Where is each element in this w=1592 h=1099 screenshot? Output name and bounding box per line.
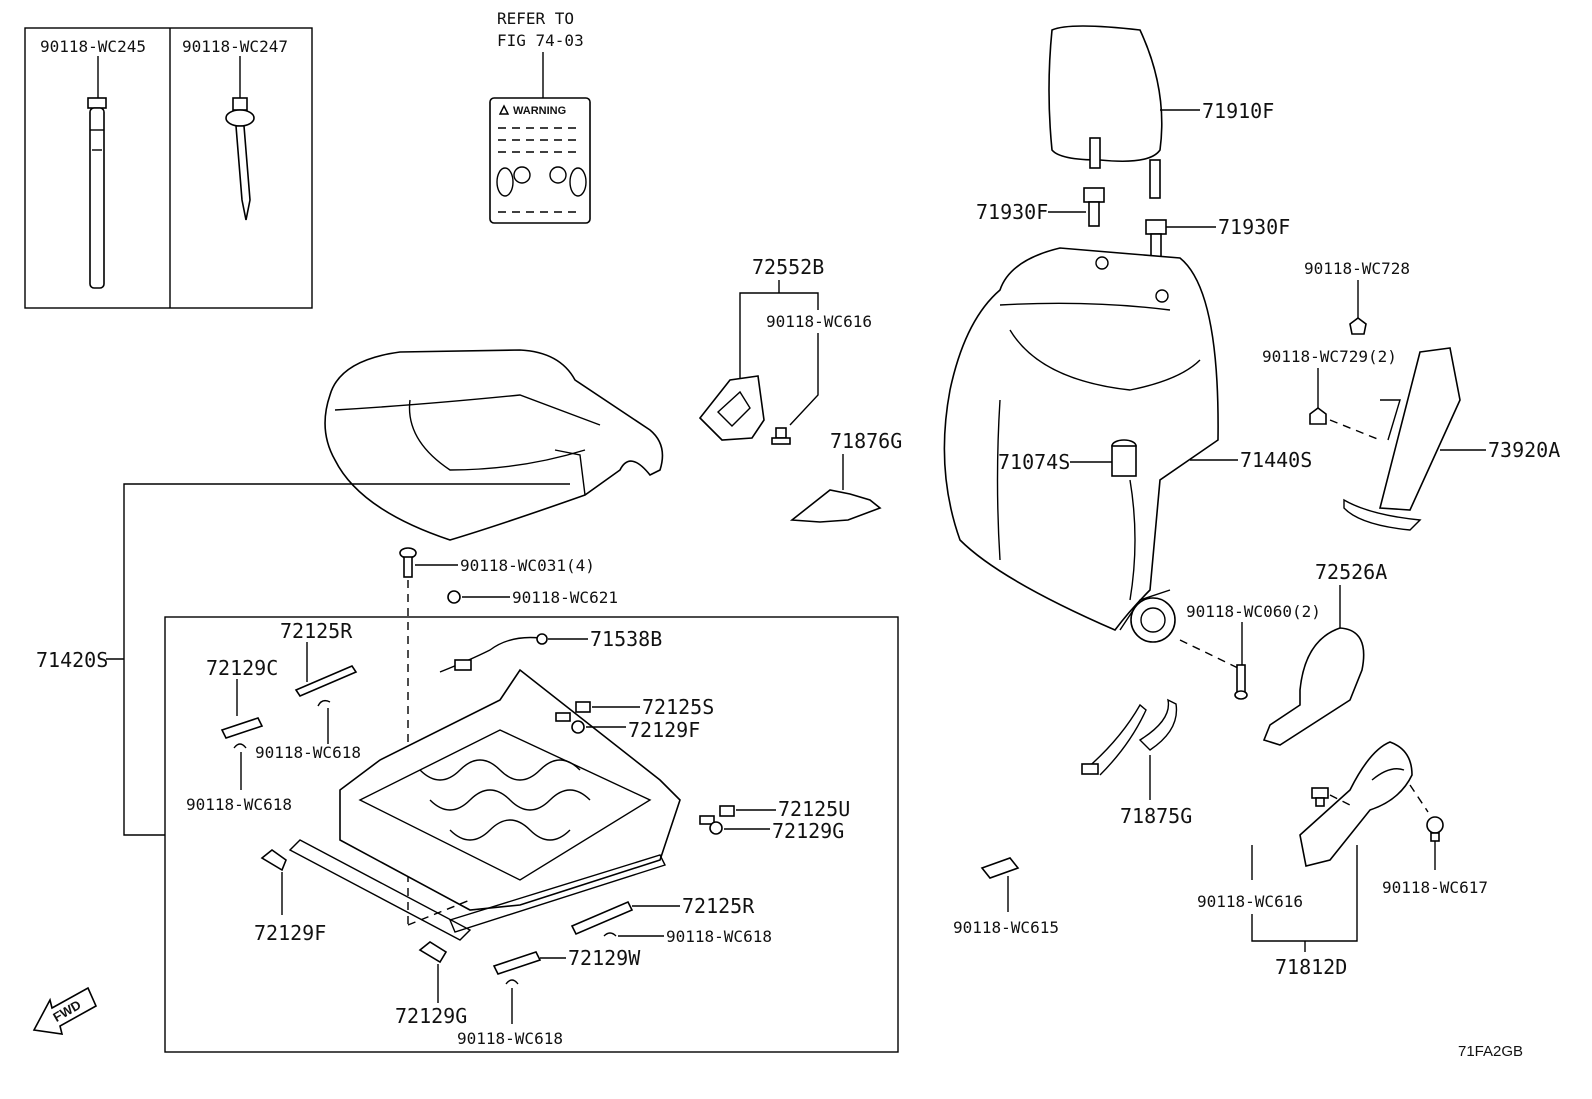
push-clip-drawing: [225, 97, 255, 221]
label-cover-72129f-left: 72129F: [254, 921, 326, 945]
label-clip-wc618-a: 90118-WC618: [255, 743, 361, 762]
label-cover-71876g: 71876G: [830, 429, 902, 453]
cover-72129g-bottom-drawing: [418, 941, 448, 964]
cable-tie-drawing: [87, 97, 107, 289]
headrest-support-right-drawing: [1145, 219, 1167, 259]
headrest-support-left-drawing: [1083, 187, 1105, 227]
label-clip-wc618-b: 90118-WC618: [186, 795, 292, 814]
label-headrest-support-left: 71930F: [976, 200, 1048, 224]
warning-label-title: WARNING: [513, 105, 566, 117]
label-clip-wc616-bottom: 90118-WC616: [1197, 892, 1303, 911]
cover-72125r-top-drawing: [294, 665, 358, 697]
label-clip-wc616-top: 90118-WC616: [766, 312, 872, 331]
label-headrest-support-right: 71930F: [1218, 215, 1290, 239]
label-bolt-wc031: 90118-WC031(4): [460, 556, 595, 575]
wire-71875g-drawing: [1081, 698, 1178, 776]
label-headrest-71910f: 71910F: [1202, 99, 1274, 123]
seat-frame-drawing: [288, 668, 681, 941]
wire-harness-drawing: [439, 633, 548, 673]
label-cover-72125u: 72125U: [778, 797, 850, 821]
label-cover-71812d: 71812D: [1275, 955, 1347, 979]
clip-wc617-drawing: [1426, 816, 1444, 842]
label-cover-72129c: 72129C: [206, 656, 278, 680]
label-cushion-cover-71420s: 71420S: [36, 648, 108, 672]
clip-wc618-a-drawing: [317, 699, 331, 707]
cover-72129c-drawing: [220, 717, 264, 739]
label-cover-72125r-bottom: 72125R: [682, 894, 755, 918]
label-clip-wc245: 90118-WC245: [40, 37, 146, 56]
nut-wc729-drawing: [1309, 407, 1327, 425]
clip-wc728-drawing: [1349, 317, 1367, 335]
shield-73920a-drawing: [1343, 347, 1461, 531]
label-clip-wc618-c: 90118-WC618: [666, 927, 772, 946]
label-clip-wc247: 90118-WC247: [182, 37, 288, 56]
screw-drawing: [1234, 664, 1248, 700]
clip-72125s-drawing: [555, 701, 591, 734]
label-pad-71074s: 71074S: [998, 450, 1070, 474]
label-shield-73920a: 73920A: [1488, 438, 1560, 462]
label-cover-72125s: 72125S: [642, 695, 714, 719]
label-clip-wc618-d: 90118-WC618: [457, 1029, 563, 1048]
label-cover-72129w: 72129W: [568, 946, 641, 970]
clip-wc615-drawing: [980, 857, 1020, 879]
label-cover-72526a: 72526A: [1315, 560, 1387, 584]
fwd-arrow-icon: FWD: [32, 986, 98, 1035]
cover-71812d-drawing: [1299, 741, 1413, 867]
refer-note-line2: FIG 74-03: [497, 31, 584, 50]
label-cover-72129g-right: 72129G: [772, 819, 844, 843]
label-screw-wc060: 90118-WC060(2): [1186, 602, 1321, 621]
cushion-frame-box: [164, 616, 899, 1053]
cover-71876g-drawing: [789, 489, 882, 523]
clip-wc618-c-drawing: [603, 932, 617, 937]
clip-wc616-bottom-drawing: [1311, 787, 1329, 807]
cover-72125r-bottom-drawing: [570, 900, 634, 936]
label-clip-wc728: 90118-WC728: [1304, 259, 1410, 278]
clip-72125u-drawing: [699, 805, 735, 835]
label-clip-wc617: 90118-WC617: [1382, 878, 1488, 897]
bracket-72552b-drawing: [698, 375, 765, 441]
refer-note-line1: REFER TO: [497, 9, 574, 28]
seat-back-drawing: [943, 247, 1219, 631]
label-nut-wc729: 90118-WC729(2): [1262, 347, 1397, 366]
bolt-drawing: [399, 547, 417, 578]
nut-drawing: [447, 590, 461, 604]
label-cover-72125r-top: 72125R: [280, 619, 353, 643]
recliner-drawing: [1119, 589, 1176, 643]
cover-72129f-left-drawing: [260, 848, 287, 872]
headrest-drawing: [1048, 25, 1163, 199]
clip-box: [24, 27, 313, 309]
label-clip-wc615: 90118-WC615: [953, 918, 1059, 937]
figure-code: 71FA2GB: [1458, 1043, 1523, 1060]
label-wire-71538b: 71538B: [590, 627, 662, 651]
clip-wc616-top-drawing: [771, 427, 791, 445]
clip-wc618-b-drawing: [233, 743, 247, 749]
label-cover-72129g-bottom: 72129G: [395, 1004, 467, 1028]
clip-wc618-d-drawing: [505, 979, 519, 985]
label-bracket-72552b: 72552B: [752, 255, 824, 279]
seat-cushion-cover-drawing: [324, 349, 664, 541]
label-wire-71875g: 71875G: [1120, 804, 1192, 828]
cover-72526a-drawing: [1262, 627, 1365, 746]
warning-label-drawing: WARNING: [489, 97, 591, 224]
pad-71074s-drawing: [1111, 439, 1137, 477]
label-back-cover-71440s: 71440S: [1240, 448, 1312, 472]
label-clip-wc621: 90118-WC621: [512, 588, 618, 607]
label-cover-72129f-right: 72129F: [628, 718, 700, 742]
cover-72129w-drawing: [492, 951, 542, 975]
